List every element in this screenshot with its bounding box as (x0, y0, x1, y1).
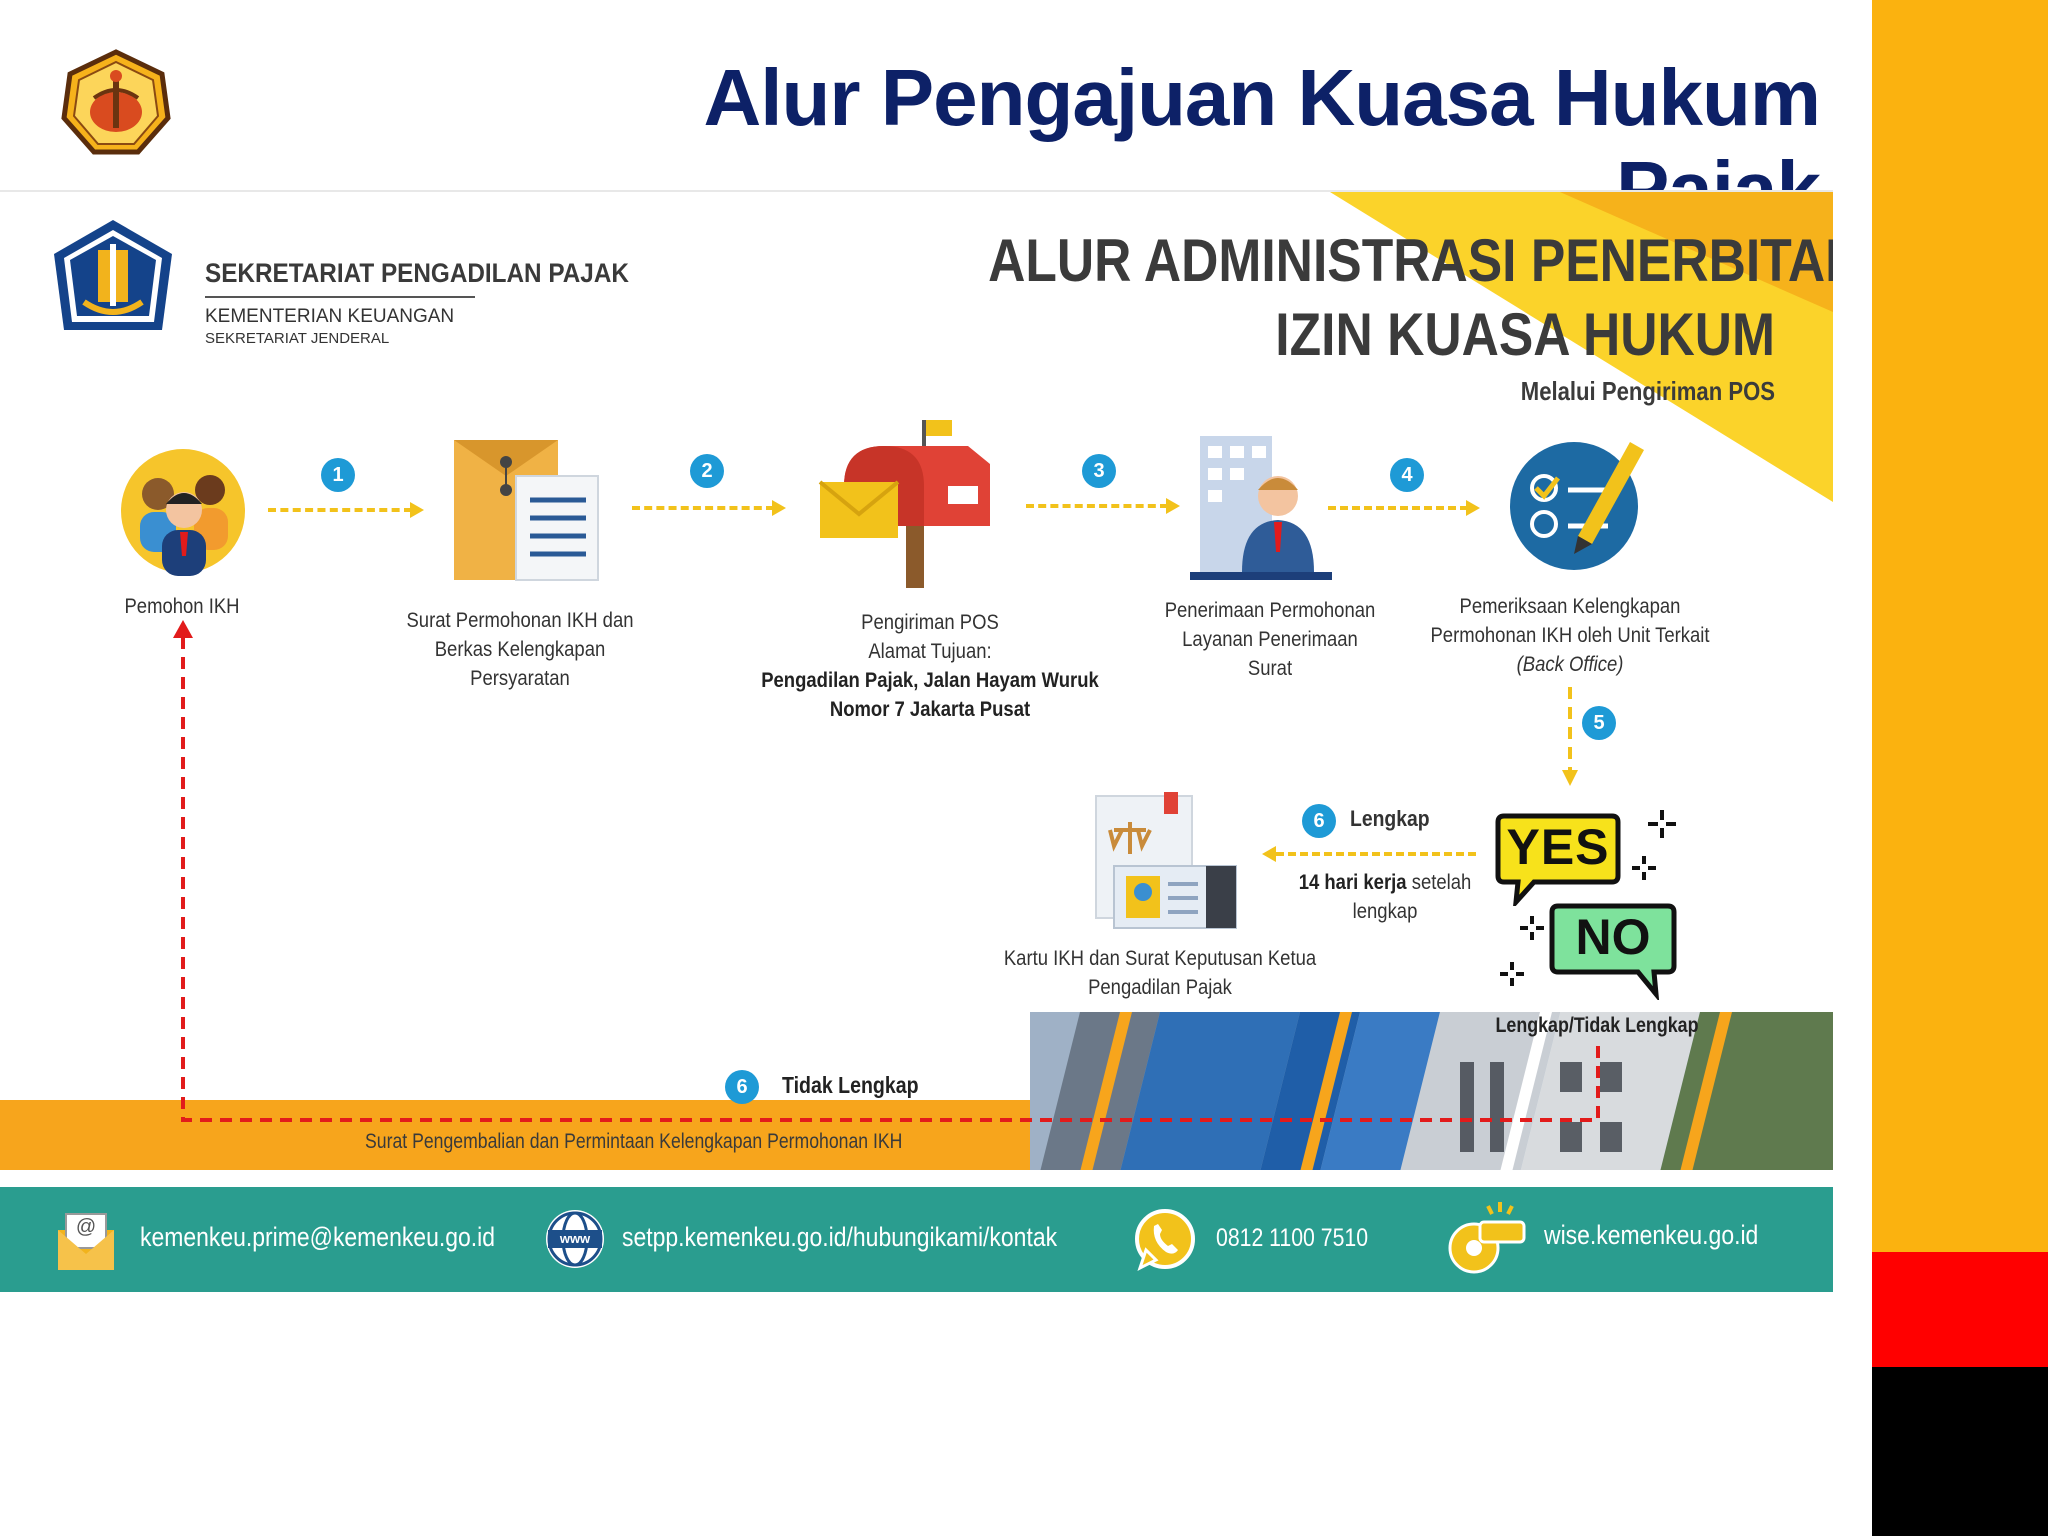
infographic-title-line2: IZIN KUASA HUKUM (1275, 301, 1775, 368)
step-number-6-incomplete: 6 (725, 1070, 759, 1104)
footer-phone: 0812 1100 7510 (1216, 1224, 1369, 1252)
yes-label: YES (1506, 819, 1610, 875)
caption-step-3: Pengiriman POS Alamat Tujuan: Pengadilan… (754, 608, 1106, 724)
return-note: Surat Pengembalian dan Permintaan Keleng… (365, 1130, 903, 1153)
caption-step-1-text: Pemohon IKH (124, 595, 240, 618)
decision-label: Lengkap/Tidak Lengkap (1495, 1014, 1699, 1037)
caption-line: Kartu IKH dan Surat Keputusan Ketua (1003, 947, 1317, 970)
kemenkeu-logo (50, 218, 176, 346)
mailbox-icon (818, 416, 994, 592)
email-icon: @ (56, 1210, 116, 1272)
arrow-step-2 (632, 506, 774, 510)
decor-bar-black (1872, 1367, 2048, 1536)
arrow-head-3 (1166, 498, 1180, 514)
arrow-head-6-complete (1262, 846, 1276, 862)
step-number-6-complete: 6 (1302, 804, 1336, 838)
arrow-step-1 (268, 508, 412, 512)
caption-step-2: Surat Permohonan IKH dan Berkas Kelengka… (397, 606, 643, 693)
people-icon (118, 446, 248, 576)
footer-email-link[interactable]: kemenkeu.prime@kemenkeu.go.id (140, 1222, 495, 1252)
arrow-step-3 (1026, 504, 1168, 508)
caption-italic-line: (Back Office) (1516, 653, 1624, 676)
step-number-5: 5 (1582, 706, 1616, 740)
whistle-icon (1440, 1198, 1530, 1278)
footer-wise-link[interactable]: wise.kemenkeu.go.id (1544, 1220, 1759, 1250)
caption-line: Penerimaan Permohonan (1164, 599, 1376, 622)
infographic-title-line1: ALUR ADMINISTRASI PENERBITAN (988, 227, 1833, 294)
infographic-background (0, 192, 1833, 1292)
step-number-2: 2 (690, 454, 724, 488)
org-divider (205, 296, 475, 298)
caption-line: Pemeriksaan Kelengkapan (1459, 595, 1681, 618)
caption-line: Alamat Tujuan: (868, 640, 992, 663)
caption-line: Surat (1247, 657, 1293, 680)
infographic: SEKRETARIAT PENGADILAN PAJAK KEMENTERIAN… (0, 190, 1833, 1292)
globe-icon: www (544, 1208, 606, 1270)
university-logo (58, 48, 174, 160)
arrow-head-4 (1466, 500, 1480, 516)
caption-line: Persyaratan (470, 667, 570, 690)
ministry-name: KEMENTERIAN KEUANGAN (205, 306, 455, 327)
decor-bar-red (1872, 1252, 2048, 1367)
caption-line: Pengiriman POS (861, 611, 999, 634)
sub-org-name: SEKRETARIAT JENDERAL (205, 330, 390, 347)
note-bold: 14 hari kerja (1298, 871, 1407, 894)
arrow-step-6-complete (1276, 852, 1476, 856)
label-lengkap: Lengkap (1350, 806, 1430, 831)
caption-step-1: Pemohon IKH (94, 592, 270, 621)
caption-line: Permohonan IKH oleh Unit Terkait (1430, 624, 1710, 647)
checklist-icon (1508, 432, 1646, 572)
note-rest: setelah (1411, 871, 1472, 894)
caption-line: Pengadilan Pajak (1088, 976, 1232, 999)
caption-line: Berkas Kelengkapan (434, 638, 606, 661)
office-worker-icon (1190, 432, 1332, 584)
envelope-document-icon (450, 432, 602, 584)
label-tidak-lengkap: Tidak Lengkap (782, 1072, 919, 1098)
arrow-head-1 (410, 502, 424, 518)
no-bubble-icon: NO (1548, 902, 1678, 1000)
email-at-symbol: @ (75, 1216, 97, 1238)
arrow-step-4 (1328, 506, 1468, 510)
note-line2: lengkap (1352, 900, 1418, 923)
no-label: NO (1575, 909, 1651, 965)
caption-bold-line: Pengadilan Pajak, Jalan Hayam Wuruk (761, 669, 1099, 692)
caption-step-5: Pemeriksaan Kelengkapan Permohonan IKH o… (1420, 592, 1719, 679)
step-number-4: 4 (1390, 458, 1424, 492)
caption-line: Surat Permohonan IKH dan (406, 609, 634, 632)
document-card-icon (1084, 792, 1250, 932)
globe-www-text: www (559, 1231, 591, 1246)
infographic-subtitle: Melalui Pengiriman POS (1520, 376, 1775, 406)
note-14-days: 14 hari kerja setelah lengkap (1284, 868, 1486, 926)
caption-bold-line: Nomor 7 Jakarta Pusat (829, 698, 1031, 721)
org-name: SEKRETARIAT PENGADILAN PAJAK (205, 258, 629, 288)
step-number-1: 1 (321, 458, 355, 492)
whatsapp-icon (1132, 1206, 1198, 1272)
yes-bubble-icon: YES (1494, 812, 1622, 906)
output-caption: Kartu IKH dan Surat Keputusan Ketua Peng… (984, 944, 1336, 1002)
step-number-3: 3 (1082, 454, 1116, 488)
caption-line: Layanan Penerimaan (1182, 628, 1358, 651)
caption-step-4: Penerimaan Permohonan Layanan Penerimaan… (1156, 596, 1385, 683)
arrow-head-2 (772, 500, 786, 516)
decor-bar-yellow (1872, 0, 2048, 1252)
footer-website-link[interactable]: setpp.kemenkeu.go.id/hubungikami/kontak (622, 1222, 1058, 1252)
sparkle-decor (1500, 810, 1676, 986)
